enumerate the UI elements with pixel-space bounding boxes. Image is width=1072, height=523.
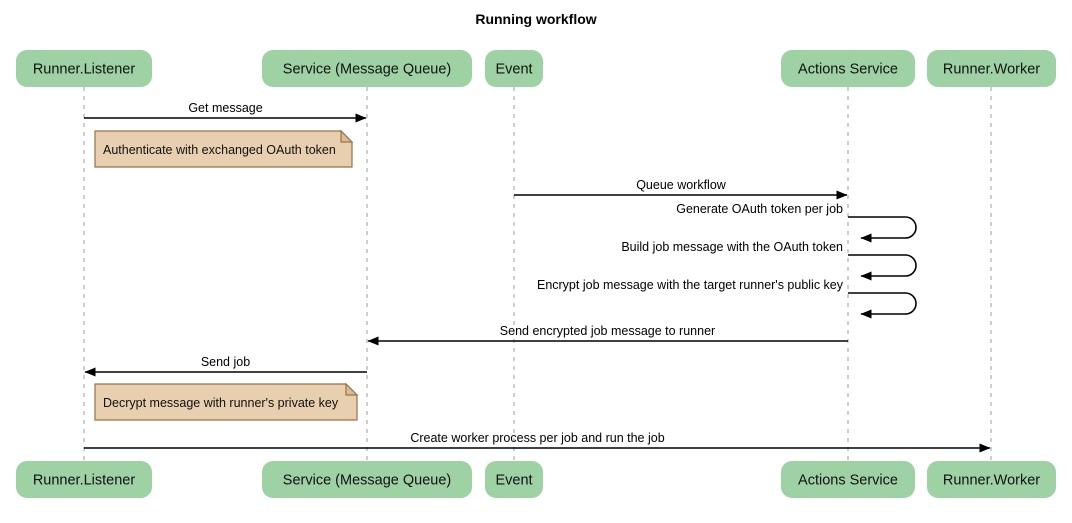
participants-top-layer: Runner.Listener Service (Message Queue) Ev… <box>16 50 1056 87</box>
participant-label: Service (Message Queue) <box>283 473 451 489</box>
participant-service-message-queue-top[interactable]: Service (Message Queue) <box>262 50 472 87</box>
message-label: Encrypt job message with the target runn… <box>537 278 844 292</box>
participant-runner-worker-top[interactable]: Runner.Worker <box>927 50 1056 87</box>
notes-layer: Authenticate with exchanged OAuth tokenD… <box>94 129 359 421</box>
participant-box <box>927 50 1056 87</box>
participant-runner-worker-bottom[interactable]: Runner.Worker <box>927 461 1056 498</box>
participant-box <box>485 50 543 87</box>
message-label: Generate OAuth token per job <box>676 202 843 216</box>
note-fold-corner <box>340 129 354 143</box>
message-queue-workflow[interactable]: Queue workflow <box>514 178 848 200</box>
note-body <box>94 130 353 168</box>
note-decrypt-note[interactable]: Decrypt message with runner's private ke… <box>94 382 359 421</box>
self-loop-path <box>848 216 917 243</box>
message-get-message[interactable]: Get message <box>84 101 367 123</box>
participant-event-bottom[interactable]: Event <box>485 461 543 498</box>
participant-label: Runner.Listener <box>33 473 136 489</box>
message-label: Create worker process per job and run th… <box>410 431 664 445</box>
message-send-encrypted-job-message[interactable]: Send encrypted job message to runner <box>367 324 848 346</box>
message-label: Send encrypted job message to runner <box>500 324 715 338</box>
participant-label: Event <box>495 62 532 78</box>
participant-box <box>262 461 472 498</box>
participant-box <box>16 461 152 498</box>
participant-box <box>781 461 915 498</box>
participant-actions-service-bottom[interactable]: Actions Service <box>781 461 915 498</box>
participant-label: Runner.Worker <box>943 62 1040 78</box>
participant-label: Service (Message Queue) <box>283 62 451 78</box>
participant-event-top[interactable]: Event <box>485 50 543 87</box>
self-loop-path <box>848 292 917 319</box>
participant-runner-listener-bottom[interactable]: Runner.Listener <box>16 461 152 498</box>
message-generate-oauth-token[interactable]: Generate OAuth token per job <box>676 202 917 243</box>
message-label: Send job <box>201 355 250 369</box>
participant-box <box>781 50 915 87</box>
message-create-worker-process[interactable]: Create worker process per job and run th… <box>84 431 991 453</box>
note-body <box>94 383 358 421</box>
note-label: Decrypt message with runner's private ke… <box>103 396 339 410</box>
message-send-job[interactable]: Send job <box>84 355 367 377</box>
participant-actions-service-top[interactable]: Actions Service <box>781 50 915 87</box>
participant-label: Actions Service <box>798 473 898 489</box>
participant-label: Runner.Worker <box>943 473 1040 489</box>
participant-service-message-queue-bottom[interactable]: Service (Message Queue) <box>262 461 472 498</box>
participant-box <box>927 461 1056 498</box>
participant-runner-listener-top[interactable]: Runner.Listener <box>16 50 152 87</box>
note-fold-corner <box>345 382 359 396</box>
participant-box <box>485 461 543 498</box>
message-build-job-message[interactable]: Build job message with the OAuth token <box>621 240 917 281</box>
participant-box <box>262 50 472 87</box>
diagram-title: Running workflow <box>475 11 596 27</box>
participant-box <box>16 50 152 87</box>
message-label: Queue workflow <box>636 178 727 192</box>
participants-bottom-layer: Runner.Listener Service (Message Queue) Ev… <box>16 461 1056 498</box>
participant-label: Actions Service <box>798 62 898 78</box>
participant-label: Event <box>495 473 532 489</box>
note-authenticate-note[interactable]: Authenticate with exchanged OAuth token <box>94 129 354 168</box>
message-label: Build job message with the OAuth token <box>621 240 843 254</box>
message-label: Get message <box>188 101 262 115</box>
message-encrypt-job-message[interactable]: Encrypt job message with the target runn… <box>537 278 917 319</box>
participant-label: Runner.Listener <box>33 62 136 78</box>
self-loop-path <box>848 254 917 281</box>
note-label: Authenticate with exchanged OAuth token <box>103 143 336 157</box>
